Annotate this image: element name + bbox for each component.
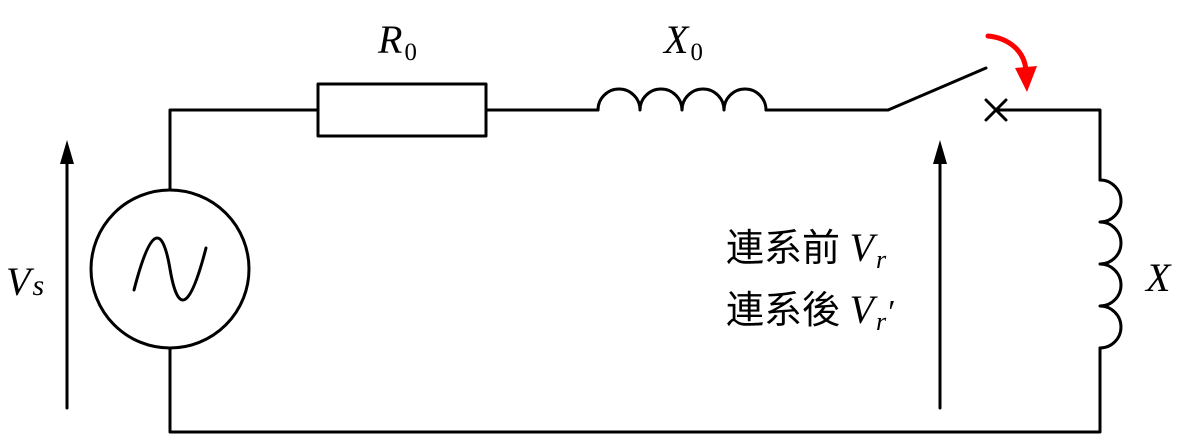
label-vr-after: 連系後 Vr′ bbox=[726, 287, 894, 335]
wire-left-lower bbox=[168, 346, 1102, 434]
curved-arrow-head bbox=[1015, 66, 1037, 92]
resistor-r0 bbox=[316, 82, 488, 138]
vs-arrow-head bbox=[60, 140, 74, 164]
label-vs-symbol: V bbox=[6, 259, 31, 304]
inductor-x0 bbox=[596, 87, 768, 112]
cross-mark-icon bbox=[984, 98, 1008, 122]
wire-left-upper bbox=[168, 108, 320, 192]
label-vr-after-subscript: r bbox=[875, 307, 887, 337]
label-vs: Vs bbox=[6, 262, 44, 302]
switch-icon bbox=[886, 66, 988, 112]
label-x0-symbol: X bbox=[664, 17, 689, 62]
label-r0-symbol: R bbox=[378, 17, 403, 62]
label-vr-before: 連系前 Vr bbox=[726, 225, 886, 273]
curved-arrow-icon bbox=[985, 33, 1029, 73]
label-vs-subscript: s bbox=[32, 269, 45, 302]
label-x: X bbox=[1146, 258, 1170, 298]
vr-arrow-head bbox=[933, 140, 947, 164]
label-r0-subscript: 0 bbox=[404, 38, 417, 66]
sine-wave-icon bbox=[132, 236, 208, 302]
label-vr-before-symbol: V bbox=[849, 225, 874, 270]
label-vr-before-prefix: 連系前 bbox=[726, 226, 841, 270]
inductor-x bbox=[1098, 178, 1123, 350]
label-x0-subscript: 0 bbox=[690, 38, 703, 66]
label-vr-after-prefix: 連系後 bbox=[726, 288, 841, 332]
label-r0: R0 bbox=[378, 17, 417, 65]
label-vr-after-symbol: V bbox=[849, 287, 874, 332]
label-vr-after-prime: ′ bbox=[886, 294, 894, 331]
label-vr-before-subscript: r bbox=[875, 245, 887, 275]
label-x0: X0 bbox=[664, 17, 703, 65]
wire-right-upper bbox=[994, 108, 1102, 182]
ac-source-icon bbox=[89, 188, 251, 350]
label-x-symbol: X bbox=[1146, 255, 1171, 300]
